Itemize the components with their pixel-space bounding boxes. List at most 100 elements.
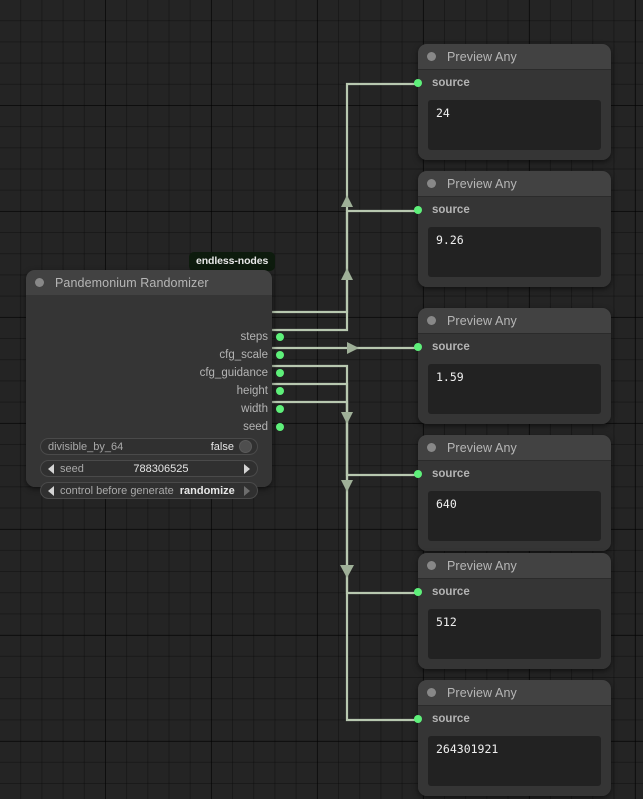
collapse-dot-icon[interactable] <box>427 688 436 697</box>
output-port-icon[interactable] <box>276 423 284 431</box>
node-preview-any-5[interactable]: Preview Any source 512 <box>414 553 611 669</box>
wire-arrow-down-1 <box>341 412 353 424</box>
toggle-knob-icon[interactable] <box>239 440 252 453</box>
input-label: source <box>432 341 470 353</box>
preview-value-textbox[interactable]: 24 <box>428 100 601 150</box>
node-titlebar[interactable]: Preview Any <box>418 435 611 460</box>
collapse-dot-icon[interactable] <box>35 278 44 287</box>
preview-value-textbox[interactable]: 640 <box>428 491 601 541</box>
input-label: source <box>432 586 470 598</box>
output-label: steps <box>240 331 269 343</box>
collapse-dot-icon[interactable] <box>427 179 436 188</box>
input-label: source <box>432 713 470 725</box>
input-label: source <box>432 468 470 480</box>
divider <box>418 578 611 579</box>
node-title: Preview Any <box>447 49 517 64</box>
node-titlebar[interactable]: Preview Any <box>418 553 611 578</box>
widget-control-before-generate[interactable]: control before generate randomize <box>40 482 258 499</box>
wire-arrow-up-2 <box>341 268 353 280</box>
input-slot-source[interactable]: source <box>414 706 611 732</box>
node-title: Preview Any <box>447 440 517 455</box>
node-preview-any-1[interactable]: Preview Any source 24 <box>414 44 611 160</box>
divider <box>418 705 611 706</box>
output-label: cfg_scale <box>219 349 268 361</box>
collapse-dot-icon[interactable] <box>427 316 436 325</box>
wire-arrow-up-1 <box>341 195 353 207</box>
collapse-dot-icon[interactable] <box>427 561 436 570</box>
node-body: source 512 <box>414 579 611 669</box>
wire-arrow-down-3 <box>340 565 354 578</box>
next-option-arrow-icon[interactable] <box>244 485 250 496</box>
output-label: cfg_guidance <box>199 367 268 379</box>
input-port-icon[interactable] <box>414 79 422 87</box>
input-slot-source[interactable]: source <box>414 70 611 96</box>
collapse-dot-icon[interactable] <box>427 52 436 61</box>
output-label: width <box>241 403 268 415</box>
input-port-icon[interactable] <box>414 343 422 351</box>
input-slot-source[interactable]: source <box>414 334 611 360</box>
previous-option-arrow-icon[interactable] <box>48 485 54 496</box>
input-slot-source[interactable]: source <box>414 197 611 223</box>
node-body: source 264301921 <box>414 706 611 796</box>
node-titlebar[interactable]: Preview Any <box>418 680 611 705</box>
preview-value-textbox[interactable]: 9.26 <box>428 227 601 277</box>
node-body: source 9.26 <box>414 197 611 287</box>
node-pandemonium-randomizer[interactable]: Pandemonium Randomizer steps cfg_scale c… <box>26 270 284 499</box>
input-port-icon[interactable] <box>414 715 422 723</box>
output-label: height <box>236 385 268 397</box>
input-label: source <box>432 204 470 216</box>
divider <box>418 196 611 197</box>
divider <box>418 333 611 334</box>
node-preview-any-3[interactable]: Preview Any source 1.59 <box>414 308 611 424</box>
node-body: source 1.59 <box>414 334 611 424</box>
widget-label: seed <box>60 462 84 475</box>
node-titlebar[interactable]: Preview Any <box>418 44 611 69</box>
output-slot-steps[interactable]: steps <box>240 330 284 344</box>
preview-value-textbox[interactable]: 512 <box>428 609 601 659</box>
input-port-icon[interactable] <box>414 470 422 478</box>
widget-label: control before generate <box>60 484 174 497</box>
input-port-icon[interactable] <box>414 206 422 214</box>
wire-height <box>266 364 420 477</box>
input-port-icon[interactable] <box>414 588 422 596</box>
output-label: seed <box>243 421 268 433</box>
output-port-icon[interactable] <box>276 351 284 359</box>
output-port-icon[interactable] <box>276 369 284 377</box>
widget-value[interactable]: 788306525 <box>133 462 189 475</box>
output-slot-width[interactable]: width <box>241 402 284 416</box>
wire-width <box>266 382 420 595</box>
node-preview-any-4[interactable]: Preview Any source 640 <box>414 435 611 551</box>
node-titlebar[interactable]: Pandemonium Randomizer <box>26 270 272 295</box>
input-slot-source[interactable]: source <box>414 461 611 487</box>
node-body: source 640 <box>414 461 611 551</box>
output-slot-height[interactable]: height <box>236 384 284 398</box>
output-port-icon[interactable] <box>276 387 284 395</box>
node-package-badge: endless-nodes <box>189 252 276 271</box>
collapse-dot-icon[interactable] <box>427 443 436 452</box>
increment-arrow-icon[interactable] <box>244 463 251 474</box>
divider <box>418 69 611 70</box>
node-titlebar[interactable]: Preview Any <box>418 171 611 196</box>
node-titlebar[interactable]: Preview Any <box>418 308 611 333</box>
output-slot-cfg-guidance[interactable]: cfg_guidance <box>199 366 284 380</box>
output-port-icon[interactable] <box>276 333 284 341</box>
widget-seed[interactable]: seed 788306525 <box>40 460 258 477</box>
wire-arrow-down-2 <box>341 480 353 492</box>
decrement-arrow-icon[interactable] <box>48 463 54 474</box>
node-preview-any-2[interactable]: Preview Any source 9.26 <box>414 171 611 287</box>
output-port-icon[interactable] <box>276 405 284 413</box>
input-slot-source[interactable]: source <box>414 579 611 605</box>
node-body: source 24 <box>414 70 611 160</box>
widget-divisible-by-64[interactable]: divisible_by_64 false <box>40 438 258 455</box>
node-preview-any-6[interactable]: Preview Any source 264301921 <box>414 680 611 796</box>
output-slot-cfg-scale[interactable]: cfg_scale <box>219 348 284 362</box>
preview-value-textbox[interactable]: 264301921 <box>428 736 601 786</box>
output-slot-seed[interactable]: seed <box>243 420 284 434</box>
node-title: Pandemonium Randomizer <box>55 275 209 290</box>
wire-steps <box>266 82 420 314</box>
widget-label: divisible_by_64 <box>48 440 124 453</box>
widget-value[interactable]: randomize <box>179 484 235 497</box>
preview-value-textbox[interactable]: 1.59 <box>428 364 601 414</box>
wire-seed <box>266 400 420 722</box>
